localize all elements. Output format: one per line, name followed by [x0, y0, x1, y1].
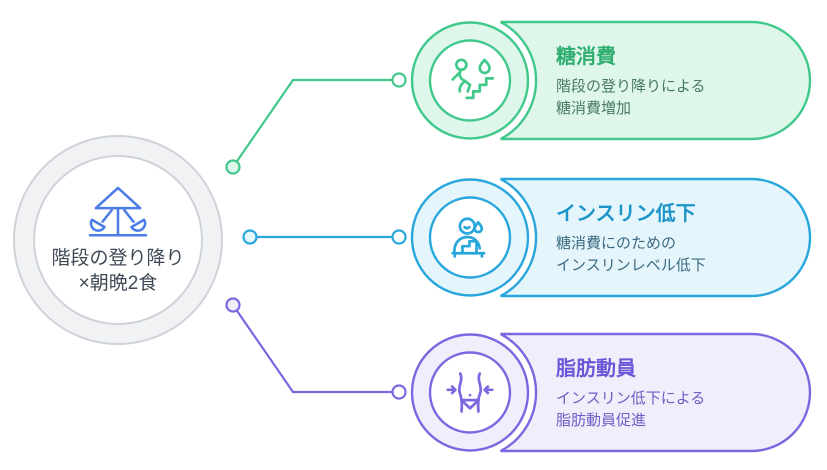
carousel-icon: [88, 186, 148, 236]
person-sweat-drop-icon: [451, 216, 486, 258]
connector-insulin: [242, 229, 407, 245]
branch-title: 糖消費: [556, 45, 616, 68]
branch-shape: [410, 20, 812, 140]
center-node-label-line2: ×朝晩2食: [78, 272, 158, 294]
branch-sugar-consumption: 糖消費 階段の登り降りによる 糖消費増加: [405, 13, 820, 148]
slim-waist-arrows-icon: [446, 371, 494, 413]
connector-dot: [242, 229, 258, 245]
connector-fat: [225, 297, 407, 400]
stair-climb-flame-icon: [451, 57, 495, 99]
connector-dot: [391, 72, 407, 88]
center-node-label-line1: 階段の登り降り: [51, 247, 185, 269]
branch-fat-mobilization: 脂肪動員 インスリン低下による 脂肪動員促進: [405, 325, 820, 460]
branch-insulin-decrease: インスリン低下 糖消費にのための インスリンレベル低下: [405, 170, 820, 305]
branch-title: 脂肪動員: [556, 357, 636, 380]
center-node: 階段の登り降り ×朝晩2食: [33, 155, 203, 325]
connector-dot: [391, 229, 407, 245]
connector-dot: [391, 384, 407, 400]
branch-title: インスリン低下: [556, 202, 696, 225]
connector-sugar: [225, 72, 407, 175]
branch-shape: [410, 177, 812, 297]
branch-description: 階段の登り降りによる 糖消費増加: [556, 77, 706, 117]
connector-dot: [225, 297, 241, 313]
branch-description: インスリン低下による 脂肪動員促進: [556, 389, 706, 429]
branch-shape: [410, 332, 812, 452]
connector-dot: [225, 159, 241, 175]
branch-description: 糖消費にのための インスリンレベル低下: [556, 234, 706, 274]
